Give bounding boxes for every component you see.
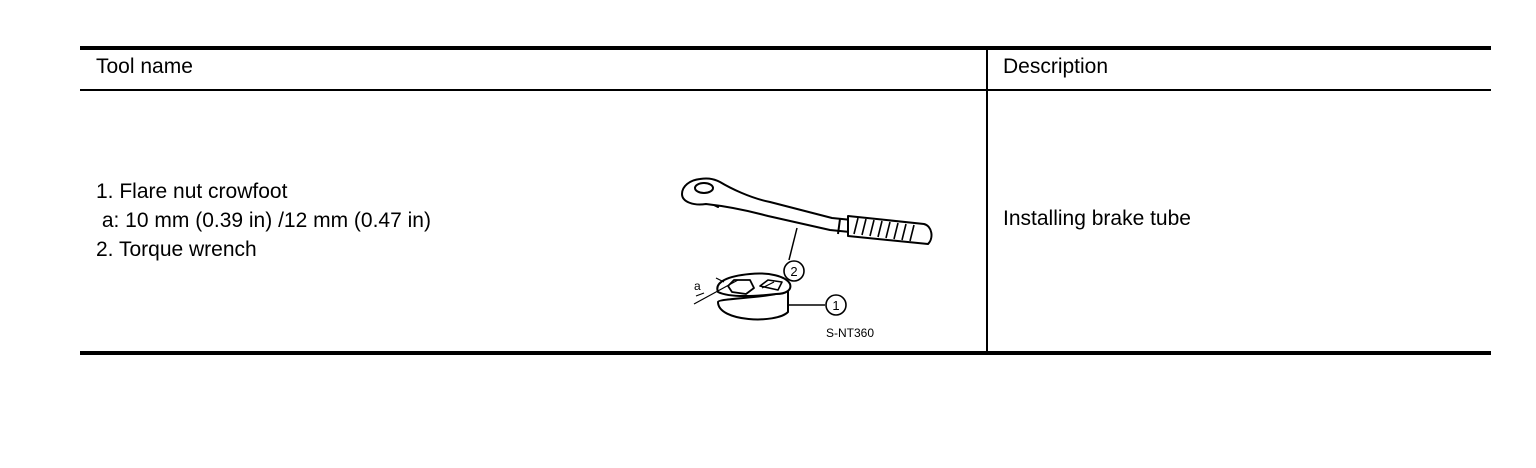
callout-a-label: a — [694, 279, 701, 293]
description-cell: Installing brake tube — [1003, 207, 1191, 230]
tool-name-cell: 1. Flare nut crowfoot a: 10 mm (0.39 in)… — [96, 177, 431, 264]
table-top-rule — [80, 46, 1491, 50]
table-bottom-rule — [80, 351, 1491, 355]
callout-2-label: 2 — [790, 264, 797, 279]
callout-2-circle — [783, 260, 805, 282]
figure-code: S-NT360 — [826, 326, 875, 340]
flare-nut-crowfoot-icon — [693, 272, 825, 321]
header-divider — [80, 89, 1491, 91]
header-tool-name: Tool name — [96, 55, 193, 78]
column-divider — [986, 48, 988, 353]
tool-line-1: 1. Flare nut crowfoot — [96, 180, 288, 203]
tool-table: Tool name Description 1. Flare nut crowf… — [80, 46, 1491, 356]
tool-line-2: a: 10 mm (0.39 in) /12 mm (0.47 in) — [96, 209, 431, 232]
torque-wrench-icon — [681, 177, 933, 261]
tool-illustration: 2 a 1 — [681, 177, 933, 321]
callout-1-circle — [825, 294, 847, 316]
header-description: Description — [1003, 55, 1109, 78]
callout-1-label: 1 — [832, 298, 839, 313]
tool-line-3: 2. Torque wrench — [96, 238, 257, 261]
